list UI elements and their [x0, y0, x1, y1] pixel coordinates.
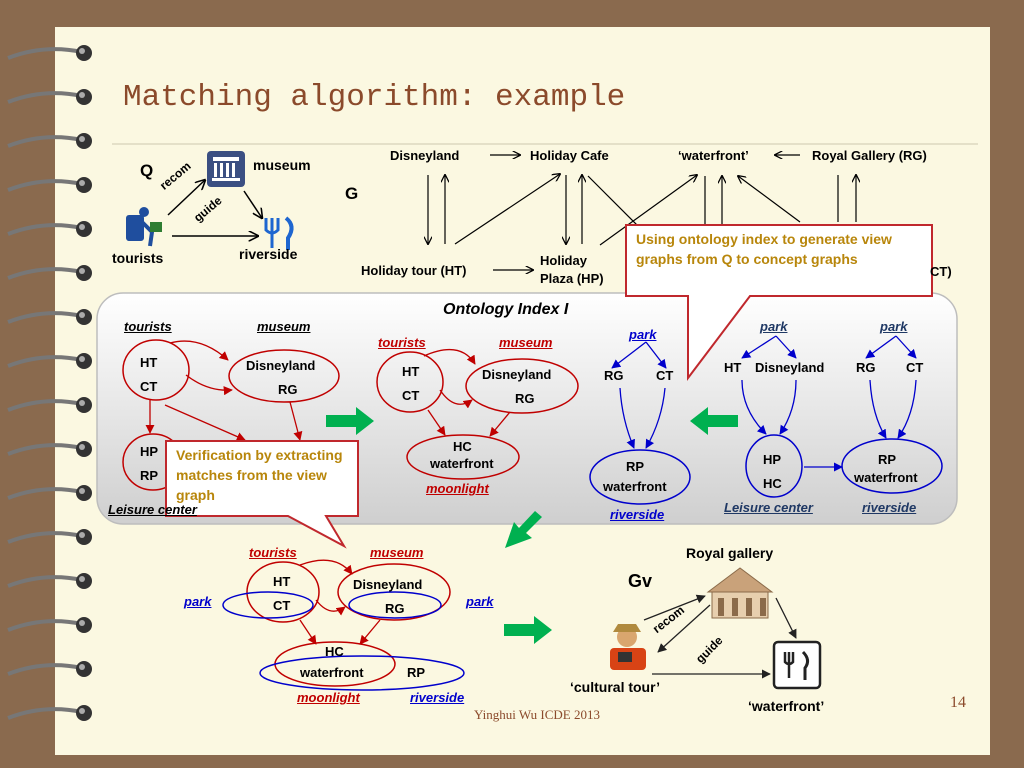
ontology-view-graph-2 — [376, 348, 579, 480]
p4-ct: CT — [906, 360, 924, 375]
flow-arrows — [326, 407, 738, 644]
g-holiday-tour: Holiday tour (HT) — [361, 263, 467, 278]
g-holiday-plaza-line1: Holiday — [540, 253, 587, 268]
bottom-ht: HT — [273, 574, 291, 589]
g-royal-gallery: Royal Gallery (RG) — [812, 148, 927, 163]
bottom-moonlight: moonlight — [297, 690, 360, 705]
q-tourists-label: tourists — [112, 250, 164, 266]
bottom-waterfront: waterfront — [300, 665, 364, 680]
p1-rp: RP — [140, 468, 159, 483]
p4-disneyland: Disneyland — [755, 360, 825, 375]
p2-ct: CT — [402, 388, 420, 403]
p4-riverside: riverside — [862, 500, 917, 515]
p2-museum: museum — [499, 335, 553, 350]
bottom-museum: museum — [370, 545, 424, 560]
bottom-hc: HC — [325, 644, 344, 659]
g-holiday-cafe: Holiday Cafe — [530, 148, 609, 163]
p2-tourists: tourists — [378, 335, 426, 350]
ontology-concept-graph-1 — [589, 341, 691, 505]
p1-ct: CT — [140, 379, 158, 394]
p3-ct: CT — [656, 368, 674, 383]
gv-waterfront: ‘waterfront’ — [748, 698, 825, 714]
p4-ht: HT — [724, 360, 742, 375]
p1-museum: museum — [257, 319, 311, 334]
data-graph-edges — [428, 155, 856, 270]
bottom-park-left: park — [184, 594, 212, 609]
callout-left-shape — [165, 440, 359, 549]
bottom-disneyland: Disneyland — [353, 577, 423, 592]
p4-leisure-center: Leisure center — [724, 500, 813, 515]
query-graph-icons — [126, 151, 294, 250]
g-waterfront: ‘waterfront’ — [678, 148, 749, 163]
bottom-riverside: riverside — [410, 690, 465, 705]
q-riverside-label: riverside — [239, 246, 298, 262]
q-museum-label: museum — [253, 157, 311, 173]
p2-waterfront: waterfront — [430, 456, 494, 471]
g-holiday-plaza-line2: Plaza (HP) — [540, 271, 604, 286]
p4-hc: HC — [763, 476, 782, 491]
p2-moonlight: moonlight — [426, 481, 489, 496]
p4-rg: RG — [856, 360, 876, 375]
p1-hp: HP — [140, 444, 159, 459]
p3-waterfront: waterfront — [603, 479, 667, 494]
bottom-rg: RG — [385, 601, 405, 616]
g-disneyland: Disneyland — [390, 148, 460, 163]
slide-title: Matching algorithm: example — [123, 80, 626, 115]
p2-hc: HC — [453, 439, 472, 454]
gv-graph — [610, 567, 822, 690]
p4-park-1: park — [760, 319, 788, 334]
p3-rp: RP — [626, 459, 645, 474]
gv-royal-gallery: Royal gallery — [686, 545, 774, 561]
p1-tourists: tourists — [124, 319, 172, 334]
p3-riverside: riverside — [610, 507, 665, 522]
graph-g-label: G — [345, 184, 359, 203]
g-ct-tail: CT) — [930, 264, 952, 279]
bottom-tourists: tourists — [249, 545, 297, 560]
callout-top-shape — [625, 224, 933, 381]
gv-label: Gv — [628, 571, 653, 591]
p2-rg: RG — [515, 391, 535, 406]
p2-ht: HT — [402, 364, 420, 379]
bottom-rp: RP — [407, 665, 426, 680]
p4-waterfront: waterfront — [854, 470, 918, 485]
callout-left-text: Verification by extracting matches from … — [176, 447, 343, 503]
p4-rp: RP — [878, 452, 897, 467]
footer-author: Yinghui Wu ICDE 2013 — [474, 707, 600, 722]
p1-ht: HT — [140, 355, 158, 370]
bottom-ct: CT — [273, 598, 291, 613]
ontology-index-title: Ontology Index I — [443, 301, 569, 318]
ontology-concept-graph-2 — [741, 335, 943, 498]
callout-top-text: Using ontology index to generate view gr… — [636, 231, 892, 267]
p1-disneyland: Disneyland — [246, 358, 316, 373]
p3-rg: RG — [604, 368, 624, 383]
query-label: Q — [140, 161, 154, 180]
p4-hp: HP — [763, 452, 782, 467]
bottom-park-right: park — [466, 594, 494, 609]
gv-cultural-tour: ‘cultural tour’ — [570, 679, 660, 695]
p4-park-2: park — [880, 319, 908, 334]
page-number: 14 — [950, 694, 966, 711]
p1-rg: RG — [278, 382, 298, 397]
p1-leisure-center: Leisure center — [108, 502, 197, 517]
p3-park: park — [629, 327, 657, 342]
p2-disneyland: Disneyland — [482, 367, 552, 382]
merged-view-graph — [222, 559, 465, 691]
